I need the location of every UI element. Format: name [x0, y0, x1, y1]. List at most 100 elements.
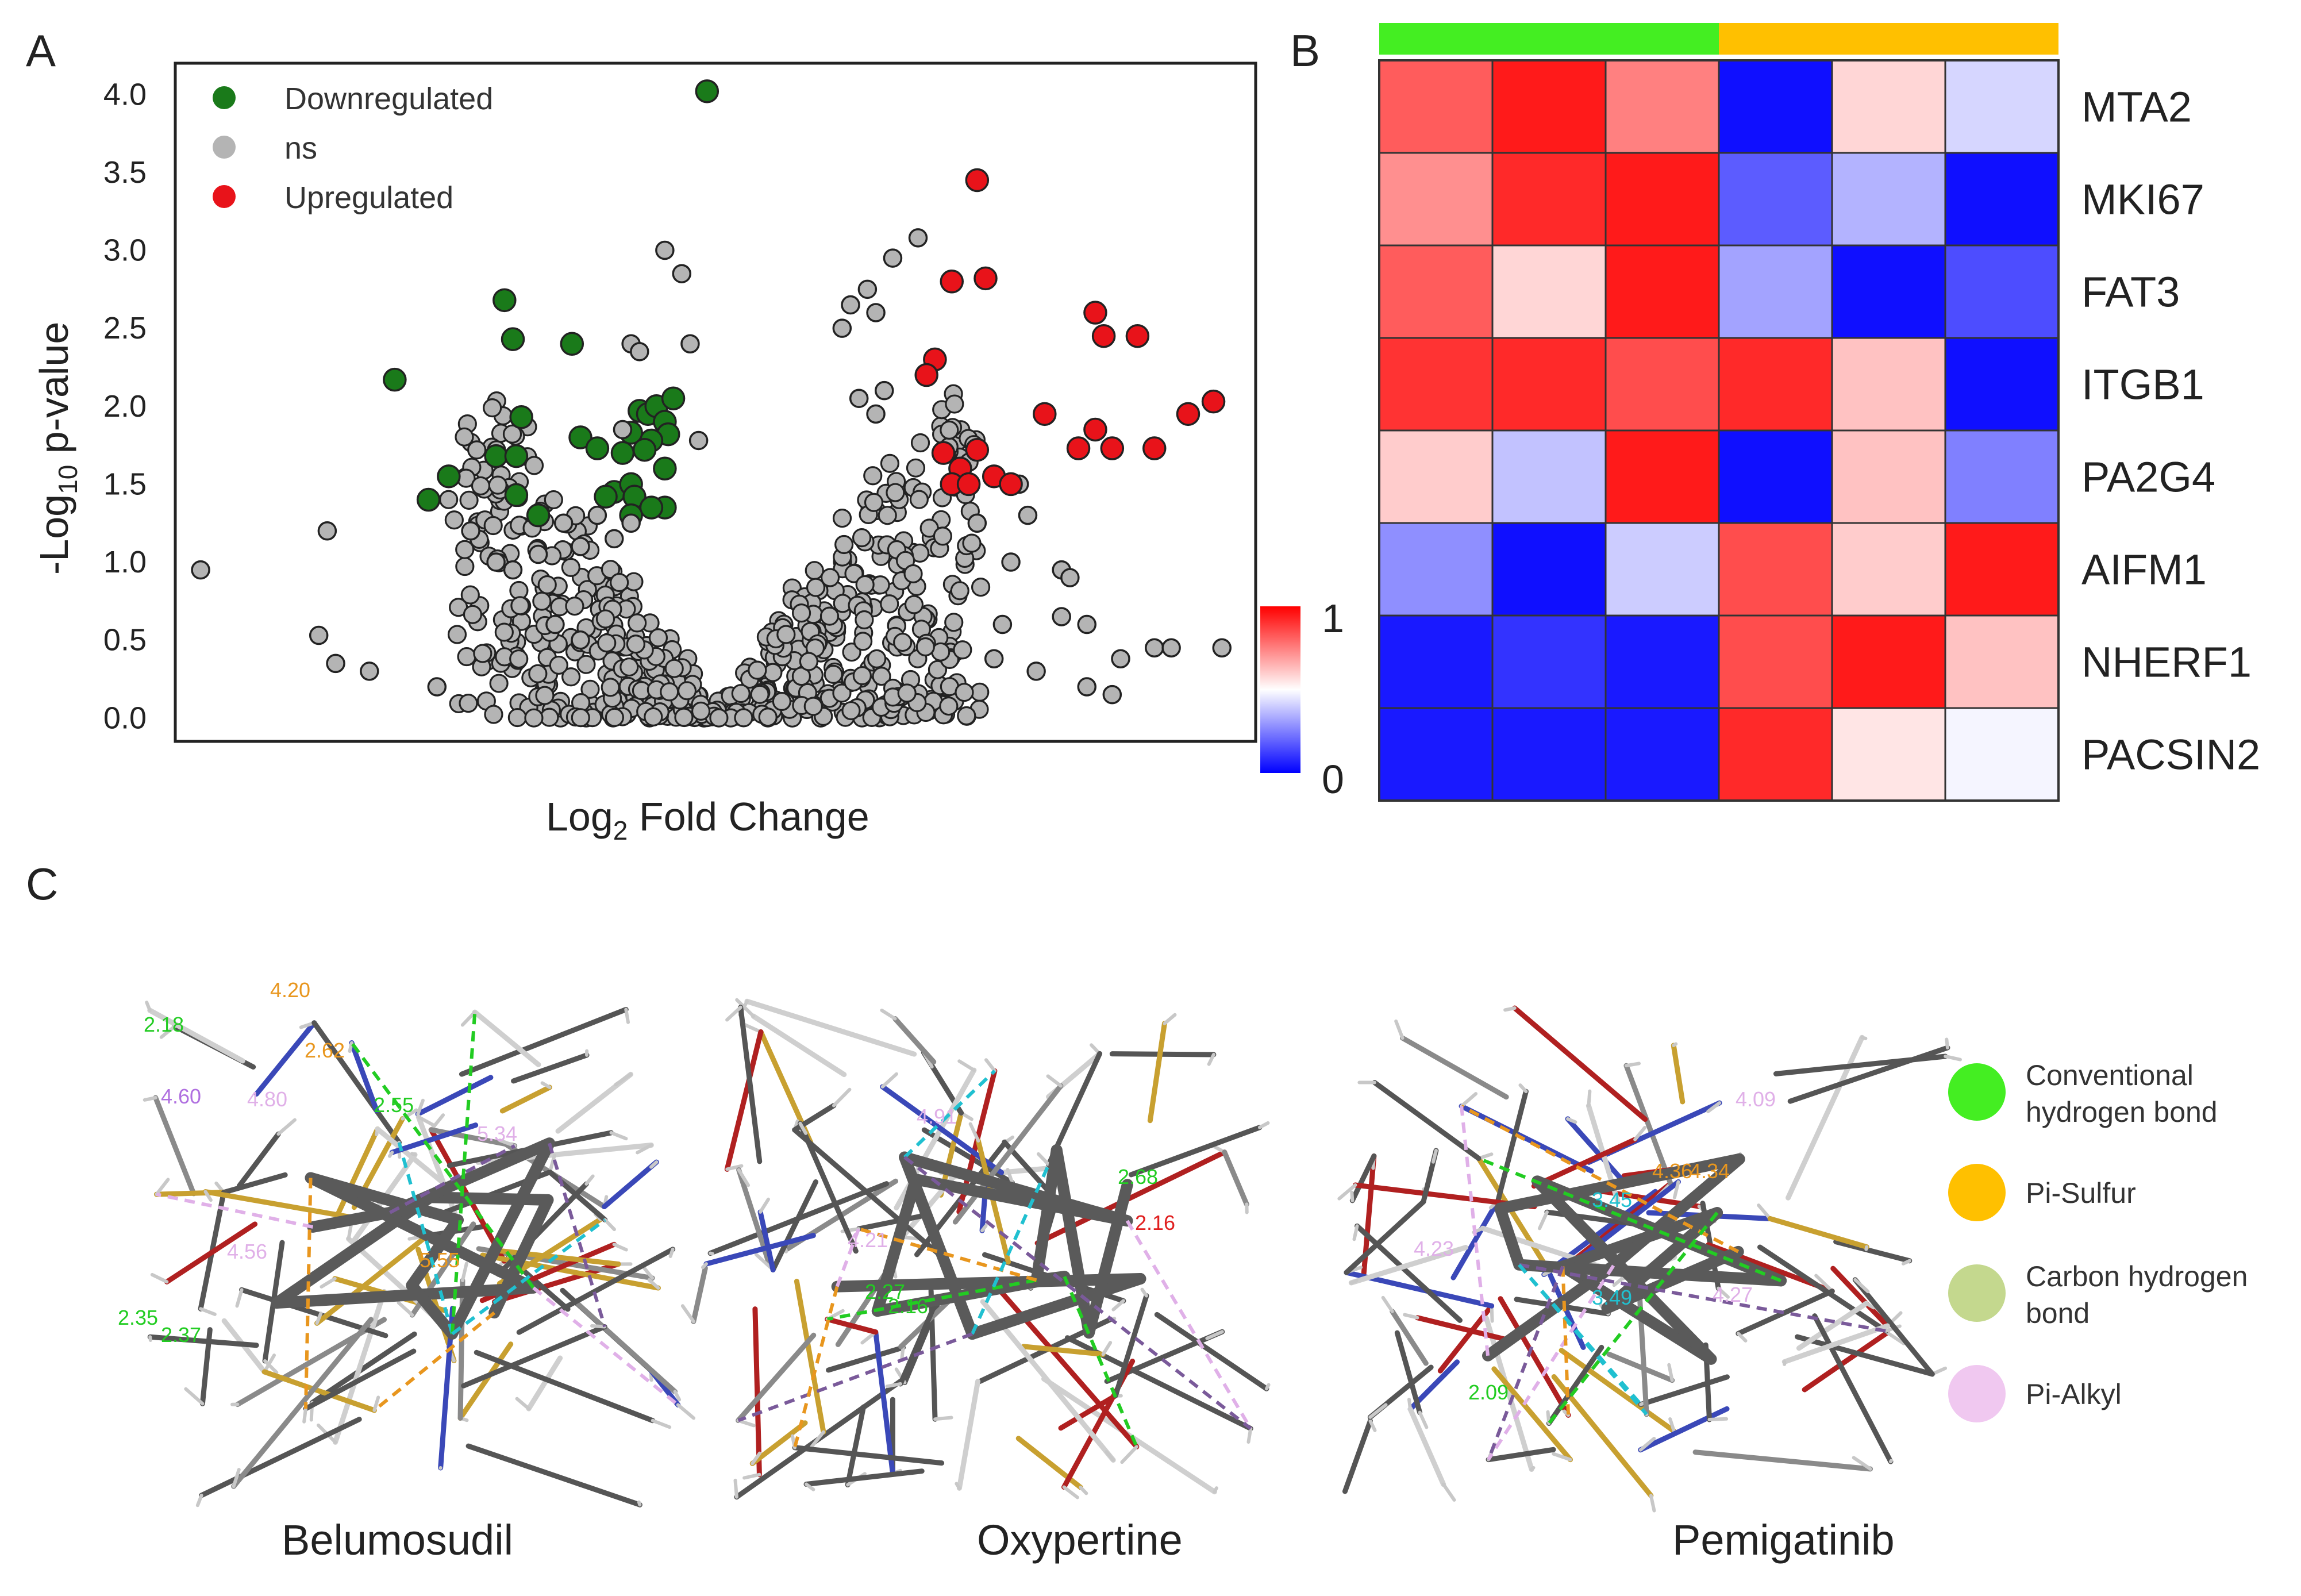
- hydrogen-bond-stub: [263, 1359, 279, 1374]
- bond: [1736, 1289, 1835, 1336]
- bond: [1372, 1080, 1482, 1162]
- ligand-bond: [406, 1279, 458, 1340]
- data-point-ns: [488, 475, 507, 495]
- interaction-legend-marker: [1948, 1063, 2006, 1121]
- data-point-ns: [524, 456, 544, 475]
- heatmap-cell: [1378, 59, 1494, 154]
- hydrogen-bond-stub: [1638, 1436, 1656, 1452]
- y-tick-label: 1.0: [103, 545, 147, 579]
- data-point-ns: [1077, 677, 1096, 697]
- data-point-ns: [1161, 638, 1181, 657]
- distance-label: 2.09: [1468, 1380, 1509, 1404]
- interaction-line: [1487, 1266, 1565, 1460]
- data-point-ns: [940, 420, 959, 440]
- hydrogen-bond-stub: [725, 1005, 742, 1022]
- molecule-label-belumosudil: Belumosudil: [282, 1516, 513, 1564]
- heatmap-cell: [1491, 429, 1607, 524]
- bond: [1781, 1323, 1890, 1364]
- data-point-down: [632, 437, 657, 462]
- hydrogen-bond-stub: [1668, 1417, 1676, 1433]
- data-point-down: [484, 444, 508, 468]
- data-point-ns: [957, 706, 976, 726]
- bond: [1154, 1312, 1269, 1391]
- data-point-down: [509, 405, 533, 429]
- hydrogen-bond-stub: [651, 1418, 672, 1429]
- bond: [921, 1127, 1015, 1186]
- data-point-ns: [597, 633, 617, 653]
- hydrogen-bond-stub: [642, 1266, 655, 1280]
- data-point-down: [653, 456, 677, 481]
- heatmap-cell: [1831, 429, 1946, 524]
- data-point-ns: [799, 652, 818, 671]
- distance-label: 2.68: [1118, 1165, 1158, 1189]
- y-tick-label: 0.0: [103, 701, 147, 735]
- hydrogen-bond-stub: [1205, 1330, 1224, 1340]
- row-label: NHERF1: [2081, 639, 2252, 686]
- hydrogen-bond-stub: [263, 1353, 276, 1374]
- interaction-legend-label: hydrogen bond: [2026, 1096, 2218, 1128]
- distance-label: 2.62: [305, 1039, 345, 1062]
- data-point-ns: [903, 564, 923, 583]
- ligand-bond: [1030, 1144, 1063, 1286]
- bond: [516, 1247, 676, 1335]
- hydrogen-bond-stub: [1757, 1203, 1772, 1221]
- bond: [752, 1306, 762, 1478]
- bond: [199, 1327, 213, 1406]
- bond: [1021, 1344, 1106, 1357]
- data-point-up: [914, 363, 938, 387]
- data-point-ns: [939, 696, 959, 716]
- hydrogen-bond-stub: [1852, 1456, 1872, 1471]
- y-tick-labels: 0.00.51.01.52.02.53.03.54.0: [103, 77, 147, 735]
- data-point-ns: [953, 640, 972, 660]
- data-point-ns: [561, 557, 580, 577]
- hydrogen-bond-stub: [1944, 1054, 1962, 1062]
- data-point-ns: [1077, 614, 1096, 634]
- hydrogen-bond-stub: [1337, 1183, 1357, 1201]
- hydrogen-bond-stub: [148, 1335, 152, 1342]
- data-point-ns: [565, 596, 584, 616]
- hydrogen-bond-stub: [984, 1058, 996, 1073]
- hydrogen-bond-stub: [1352, 1224, 1359, 1241]
- bond: [1546, 1344, 1604, 1426]
- bond: [1852, 1277, 1935, 1377]
- bond: [253, 1020, 317, 1097]
- data-point-ns: [660, 682, 679, 702]
- data-point-ns: [928, 660, 948, 679]
- bond: [724, 1029, 764, 1172]
- ligand-bond: [1607, 1153, 1745, 1272]
- heatmap-cell: [1491, 152, 1607, 247]
- hydrogen-bond-stub: [1381, 1295, 1394, 1313]
- hydrogen-bond-stub: [203, 1190, 213, 1202]
- data-point-up: [1033, 402, 1057, 426]
- heatmap-cell: [1944, 429, 2060, 524]
- data-point-ns: [571, 708, 590, 728]
- interaction-legend-marker: [1948, 1164, 2006, 1221]
- distance-label: 2.16: [1135, 1211, 1175, 1235]
- hydrogen-bond-stub: [1518, 1083, 1528, 1094]
- heatmap-cell: [1718, 614, 1833, 709]
- data-point-ns: [626, 634, 645, 654]
- data-point-ns: [841, 295, 860, 315]
- hydrogen-bond-stub: [417, 1115, 436, 1128]
- data-point-ns: [709, 708, 729, 728]
- heatmap-cell: [1944, 337, 2060, 432]
- data-point-ns: [524, 708, 544, 728]
- hydrogen-bond-stub: [1046, 1074, 1063, 1088]
- data-point-ns: [971, 578, 991, 597]
- bond: [1348, 1245, 1469, 1286]
- data-point-up: [965, 168, 990, 193]
- data-point-ns: [803, 697, 823, 716]
- heatmap-cell: [1718, 429, 1833, 524]
- ligand-bond: [305, 1172, 464, 1226]
- ligand-bond: [871, 1174, 922, 1317]
- colorbar-max-label: 1: [1322, 596, 1344, 641]
- data-point-ns: [674, 707, 694, 727]
- distance-label: 5.34: [477, 1122, 517, 1145]
- bond: [1830, 1266, 1890, 1329]
- bond: [1495, 1089, 1529, 1203]
- data-point-ns: [893, 632, 913, 652]
